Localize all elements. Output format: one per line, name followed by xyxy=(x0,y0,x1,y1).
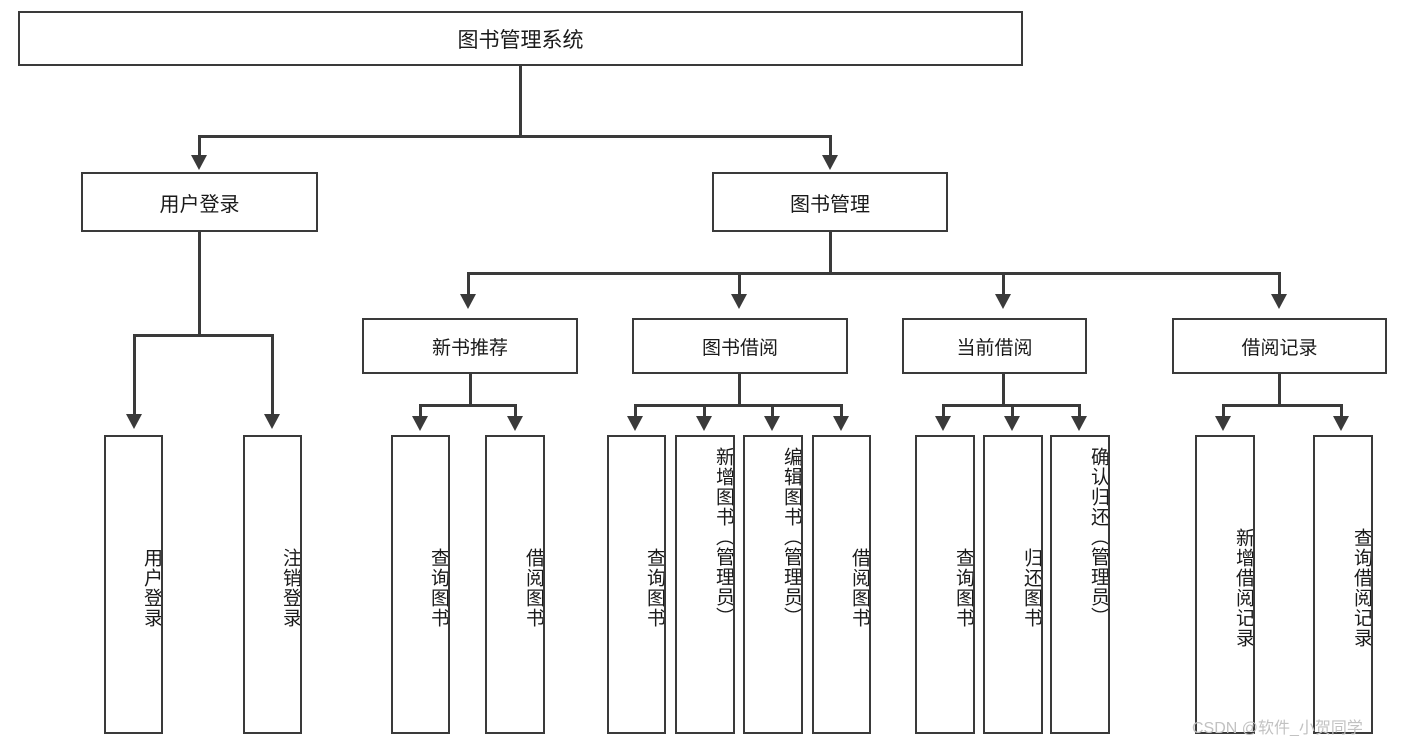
node-new-book-recommend[interactable]: 新书推荐 xyxy=(362,318,578,374)
node-label: 图书管理系统 xyxy=(457,28,584,52)
connector-current-borrow-stem xyxy=(1002,374,1005,406)
connector-new-book-branch-1 xyxy=(419,404,422,418)
arrowhead-book-borrow-leaf-3 xyxy=(764,416,780,431)
leaf-newbook-borrow-book[interactable]: 借阅图书 xyxy=(485,435,545,734)
leaf-user-logout[interactable]: 注销登录 xyxy=(243,435,302,734)
connector-to-current-borrow xyxy=(1002,272,1005,296)
node-label: 新书推荐 xyxy=(431,337,508,359)
connector-user-login-bar xyxy=(133,334,274,337)
connector-root-bar xyxy=(198,135,832,138)
connector-user-login-branch-1 xyxy=(133,334,136,416)
arrowhead-user-login-leaf-1 xyxy=(126,414,142,429)
node-book-management[interactable]: 图书管理 xyxy=(712,172,948,232)
arrowhead-borrow-record-leaf-2 xyxy=(1333,416,1349,431)
leaf-record-add-record[interactable]: 新增借阅记录 xyxy=(1195,435,1255,734)
arrowhead-to-borrow-record xyxy=(1271,294,1287,309)
arrowhead-root-to-user-login xyxy=(191,155,207,170)
node-user-login[interactable]: 用户登录 xyxy=(81,172,318,232)
node-borrow-record[interactable]: 借阅记录 xyxy=(1172,318,1387,374)
node-current-borrow[interactable]: 当前借阅 xyxy=(902,318,1087,374)
leaf-label: 确认归还（管理员） xyxy=(1088,447,1108,627)
connector-borrow-record-branch-1 xyxy=(1222,404,1225,418)
leaf-borrow-query-book[interactable]: 查询图书 xyxy=(607,435,666,734)
leaf-user-login-query[interactable]: 用户登录 xyxy=(104,435,163,734)
leaf-label: 编辑图书（管理员） xyxy=(781,447,801,627)
leaf-borrow-add-book-admin[interactable]: 新增图书（管理员） xyxy=(675,435,735,734)
connector-current-borrow-branch-1 xyxy=(942,404,945,418)
leaf-label: 用户登录 xyxy=(141,547,161,628)
arrowhead-book-borrow-leaf-4 xyxy=(833,416,849,431)
node-label: 用户登录 xyxy=(159,193,240,216)
connector-root-to-book-mgmt xyxy=(829,135,832,157)
leaf-borrow-borrow-book[interactable]: 借阅图书 xyxy=(812,435,871,734)
node-root-system[interactable]: 图书管理系统 xyxy=(18,11,1023,66)
connector-user-login-stem xyxy=(198,232,201,336)
connector-root-to-user-login xyxy=(198,135,201,157)
node-book-borrow[interactable]: 图书借阅 xyxy=(632,318,848,374)
connector-new-book-branch-2 xyxy=(514,404,517,418)
connector-book-borrow-bar xyxy=(634,404,842,407)
arrowhead-root-to-book-mgmt xyxy=(822,155,838,170)
leaf-label: 新增图书（管理员） xyxy=(713,447,733,627)
leaf-label: 查询图书 xyxy=(644,547,664,628)
leaf-label: 查询图书 xyxy=(953,547,973,628)
arrowhead-current-borrow-leaf-2 xyxy=(1004,416,1020,431)
connector-book-borrow-branch-1 xyxy=(634,404,637,418)
arrowhead-new-book-leaf-1 xyxy=(412,416,428,431)
connector-book-mgmt-stem xyxy=(829,232,832,274)
connector-borrow-record-bar xyxy=(1222,404,1342,407)
connector-borrow-record-stem xyxy=(1278,374,1281,406)
connector-to-new-book xyxy=(467,272,470,296)
leaf-current-return-book[interactable]: 归还图书 xyxy=(983,435,1043,734)
csdn-watermark: CSDN @软件_小贺同学 xyxy=(1192,720,1363,737)
leaf-label: 借阅图书 xyxy=(523,547,543,628)
arrowhead-new-book-leaf-2 xyxy=(507,416,523,431)
node-label: 当前借阅 xyxy=(956,337,1033,359)
connector-new-book-bar xyxy=(419,404,516,407)
arrowhead-book-borrow-leaf-1 xyxy=(627,416,643,431)
leaf-newbook-query-book[interactable]: 查询图书 xyxy=(391,435,450,734)
arrowhead-user-login-leaf-2 xyxy=(264,414,280,429)
arrowhead-to-current-borrow xyxy=(995,294,1011,309)
leaf-label: 查询借阅记录 xyxy=(1351,527,1371,648)
connector-book-borrow-branch-4 xyxy=(840,404,843,418)
node-label: 借阅记录 xyxy=(1241,337,1318,359)
leaf-current-confirm-return-admin[interactable]: 确认归还（管理员） xyxy=(1050,435,1110,734)
connector-to-book-borrow xyxy=(738,272,741,296)
connector-root-stem xyxy=(519,66,522,137)
arrowhead-book-borrow-leaf-2 xyxy=(696,416,712,431)
leaf-borrow-edit-book-admin[interactable]: 编辑图书（管理员） xyxy=(743,435,803,734)
connector-to-borrow-record xyxy=(1278,272,1281,296)
arrowhead-to-book-borrow xyxy=(731,294,747,309)
connector-current-borrow-branch-3 xyxy=(1078,404,1081,418)
leaf-label: 查询图书 xyxy=(428,547,448,628)
leaf-label: 借阅图书 xyxy=(849,547,869,628)
leaf-record-query-record[interactable]: 查询借阅记录 xyxy=(1313,435,1373,734)
arrowhead-borrow-record-leaf-1 xyxy=(1215,416,1231,431)
leaf-label: 注销登录 xyxy=(280,547,300,628)
leaf-label: 归还图书 xyxy=(1021,547,1041,628)
node-label: 图书借阅 xyxy=(701,337,778,359)
leaf-current-query-book[interactable]: 查询图书 xyxy=(915,435,975,734)
node-label: 图书管理 xyxy=(790,193,870,216)
arrowhead-to-new-book xyxy=(460,294,476,309)
connector-borrow-record-branch-2 xyxy=(1340,404,1343,418)
connector-book-borrow-branch-2 xyxy=(703,404,706,418)
connector-book-borrow-branch-3 xyxy=(771,404,774,418)
connector-user-login-branch-2 xyxy=(271,334,274,416)
connector-book-borrow-stem xyxy=(738,374,741,406)
connector-book-mgmt-bar xyxy=(467,272,1281,275)
connector-current-borrow-branch-2 xyxy=(1011,404,1014,418)
arrowhead-current-borrow-leaf-3 xyxy=(1071,416,1087,431)
leaf-label: 新增借阅记录 xyxy=(1233,527,1253,648)
arrowhead-current-borrow-leaf-1 xyxy=(935,416,951,431)
connector-new-book-stem xyxy=(469,374,472,406)
